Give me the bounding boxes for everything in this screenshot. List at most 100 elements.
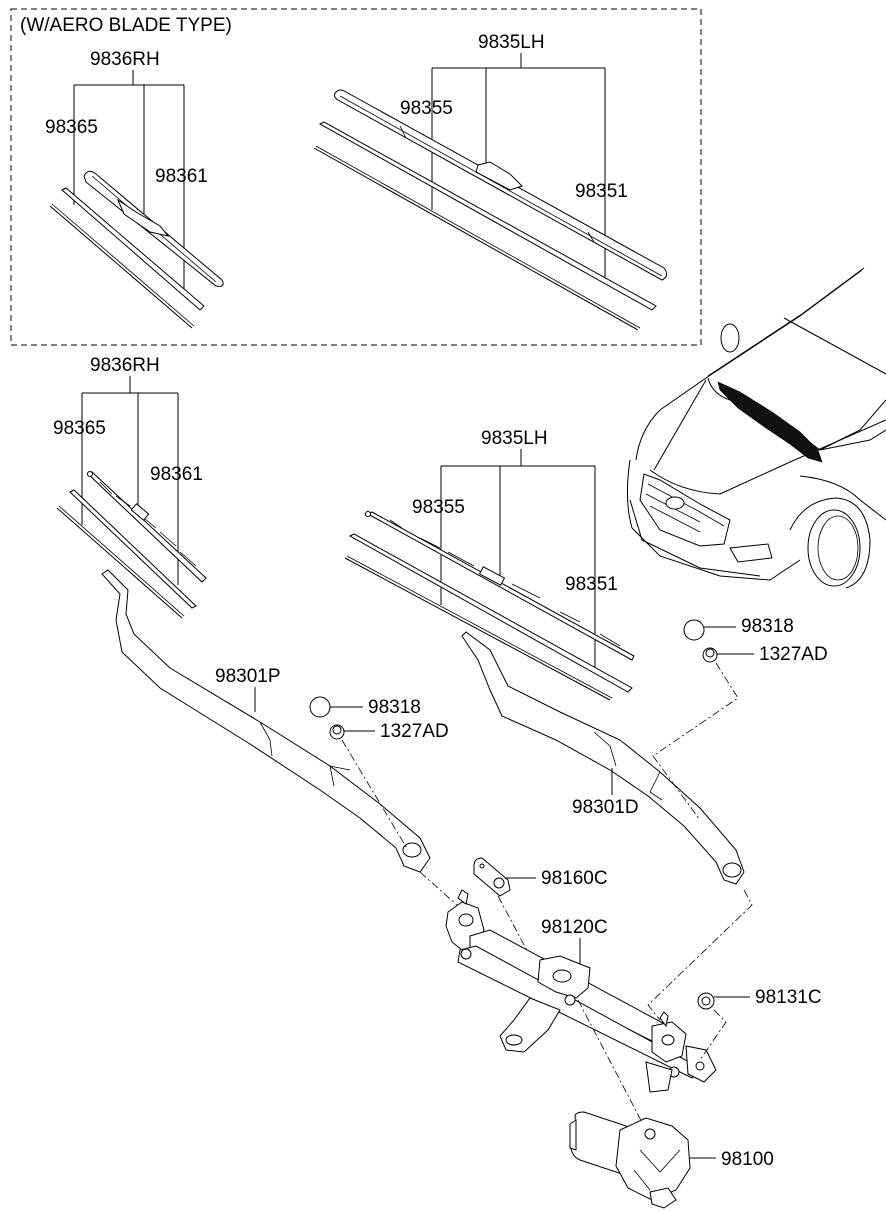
rh-blade-adapter bbox=[130, 503, 150, 521]
label-98120c: 98120C bbox=[541, 917, 608, 938]
rh-arm-pivot-hole bbox=[402, 842, 422, 858]
lh-pivot-cap bbox=[683, 619, 705, 641]
lh-wiper-arm bbox=[461, 631, 745, 885]
lh-leader-lines bbox=[440, 449, 596, 668]
inset-rh-leader-lines bbox=[73, 70, 185, 290]
linkage-left-pivot-shaft bbox=[458, 913, 474, 927]
motor-output-shaft bbox=[644, 1128, 656, 1140]
lh-cap-nut-group: 98318 1327AD bbox=[647, 616, 828, 1021]
linkage-nut-group: 98131C bbox=[697, 987, 822, 1061]
inset-lh-vertebra-edge bbox=[315, 145, 641, 329]
label-98365: 98365 bbox=[53, 418, 106, 439]
inset-label-98361: 98361 bbox=[155, 166, 208, 187]
bracket-plate bbox=[473, 857, 511, 897]
lh-blade-frame-details bbox=[389, 519, 621, 647]
vehicle-fender-line bbox=[799, 475, 886, 521]
vehicle-hood-crease bbox=[653, 379, 707, 471]
vehicle-wheel-rim bbox=[817, 515, 859, 581]
inset-lh-leader-lines bbox=[431, 53, 606, 278]
inset-rh-vertebra-edge bbox=[51, 203, 195, 327]
vehicle-a-pillar-inner bbox=[707, 267, 865, 377]
bracket-bolt-group: 98160C bbox=[473, 857, 608, 991]
inset-rh-blade-rubber bbox=[61, 187, 205, 311]
rh-arm-details bbox=[259, 721, 351, 787]
inset-lh-blade-edge bbox=[339, 95, 663, 277]
motor-gearbox-ribs bbox=[633, 1149, 681, 1191]
vehicle-illustration bbox=[626, 267, 886, 589]
vehicle-hood-left-edge bbox=[635, 377, 707, 461]
label-lh-1327ad: 1327AD bbox=[759, 644, 828, 665]
label-lh-98318: 98318 bbox=[741, 616, 794, 637]
label-98301d: 98301D bbox=[572, 797, 639, 818]
label-98351: 98351 bbox=[565, 574, 618, 595]
label-rh-1327ad: 1327AD bbox=[380, 721, 449, 742]
lh-arm-pivot-hole bbox=[722, 862, 742, 878]
rh-assembly-line bbox=[341, 739, 459, 907]
linkage-nut-inner bbox=[701, 996, 711, 1006]
linkage-center-slot bbox=[552, 969, 572, 983]
label-98160c: 98160C bbox=[541, 868, 608, 889]
linkage-lower-grommet bbox=[505, 1034, 523, 1046]
motor-connector bbox=[649, 1187, 677, 1209]
vehicle-cowl-line bbox=[819, 429, 886, 451]
linkage-center-grommet bbox=[564, 994, 576, 1006]
rh-blade-vertebra bbox=[56, 507, 183, 619]
rh-wiper-arm bbox=[101, 569, 431, 873]
vehicle-front-wheel bbox=[807, 509, 861, 587]
vehicle-front-bumper bbox=[626, 459, 801, 581]
vehicle-installed-wiper bbox=[717, 381, 823, 463]
inset-rh-blade-group: 9836RH 98365 98361 bbox=[45, 49, 224, 329]
rh-nut-inner bbox=[332, 725, 342, 735]
bracket-assembly-line bbox=[497, 895, 549, 991]
linkage-group: 98120C bbox=[445, 889, 717, 1093]
vehicle-side-mirror bbox=[720, 323, 740, 353]
vehicle-bumper-lower bbox=[629, 499, 761, 577]
inset-title: (W/AERO BLADE TYPE) bbox=[20, 15, 232, 36]
inset-label-9836rh: 9836RH bbox=[90, 49, 160, 70]
linkage-left-pivot-tip bbox=[457, 889, 469, 905]
inset-label-98351: 98351 bbox=[575, 181, 628, 202]
lh-arm-group: 98301D bbox=[461, 631, 745, 885]
linkage-rod-joint-left bbox=[460, 948, 472, 960]
linkage-right-pivot-tip bbox=[659, 1011, 669, 1028]
linkage-crank bbox=[645, 1061, 673, 1093]
inset-lh-blade-rubber bbox=[318, 121, 657, 311]
vehicle-grille-slats bbox=[645, 483, 725, 533]
inset-dashed-border bbox=[10, 8, 702, 346]
inset-lh-blade-vertebra bbox=[313, 147, 639, 331]
rh-blade-group: 9836RH 98365 98361 bbox=[53, 355, 207, 619]
inset-rh-blade-vertebra bbox=[49, 205, 193, 329]
inset-lh-blade-joints bbox=[399, 125, 595, 243]
vehicle-windshield-top bbox=[783, 317, 886, 375]
motor-group: 98100 bbox=[569, 999, 774, 1209]
rh-vertebra-edge bbox=[58, 505, 185, 617]
rh-pivot-cap bbox=[309, 696, 331, 718]
label-rh-98318: 98318 bbox=[368, 697, 421, 718]
inset-label-98355: 98355 bbox=[400, 98, 453, 119]
aero-blade-inset: (W/AERO BLADE TYPE) 9836RH 98365 98361 9… bbox=[10, 8, 702, 346]
lh-arm-details bbox=[593, 731, 663, 801]
label-9835lh: 9835LH bbox=[481, 428, 548, 449]
inset-rh-blade-adapter bbox=[116, 198, 170, 237]
lh-assembly-line bbox=[652, 662, 739, 821]
inset-label-9835lh: 9835LH bbox=[478, 32, 545, 53]
lh-blade-rubber bbox=[348, 533, 633, 693]
inset-lh-blade-group: 9835LH 98355 98351 bbox=[313, 32, 668, 331]
bracket-hole bbox=[479, 863, 485, 869]
bracket-bolt bbox=[493, 877, 505, 889]
rh-blade-rubber bbox=[69, 489, 197, 609]
lh-nut-inner bbox=[705, 648, 715, 658]
motor-end-cap bbox=[569, 1119, 577, 1151]
vehicle-logo bbox=[665, 496, 685, 510]
vehicle-fog-lamp bbox=[729, 543, 773, 563]
rh-arm-group: 98301P bbox=[101, 569, 431, 873]
linkage-right-pivot-shaft bbox=[661, 1034, 675, 1046]
inset-lh-blade-adapter bbox=[475, 161, 523, 191]
lh-blade-group: 9835LH 98355 98351 bbox=[344, 428, 635, 701]
lh-blade-end-cap bbox=[365, 511, 371, 517]
motor-gearbox bbox=[615, 1117, 691, 1201]
linkage-nut-assembly-line bbox=[699, 1009, 727, 1061]
label-98361: 98361 bbox=[150, 464, 203, 485]
label-98100: 98100 bbox=[721, 1149, 774, 1170]
